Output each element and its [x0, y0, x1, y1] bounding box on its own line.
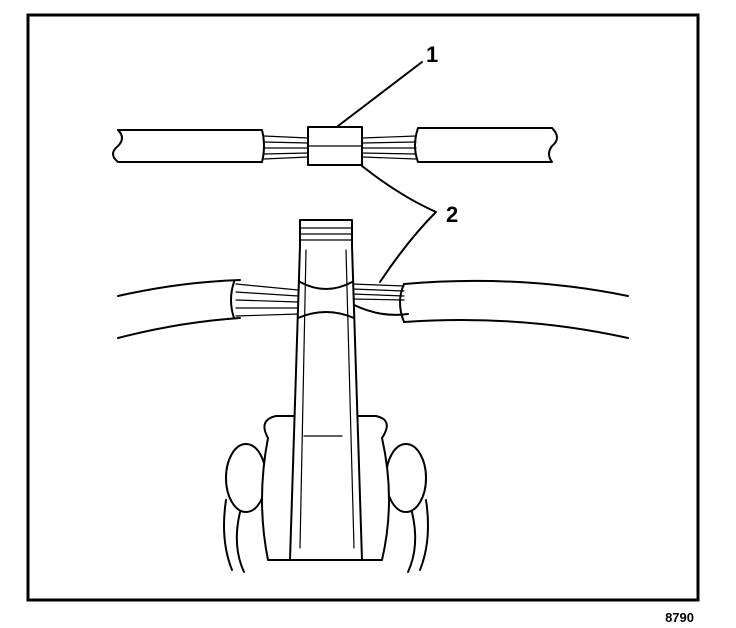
crimping-tool: [223, 219, 429, 573]
callout-leaders: [337, 61, 437, 283]
left-side-plate: [261, 415, 299, 561]
left-wire-insulation: [112, 129, 265, 163]
right-curved-wire: [403, 279, 629, 297]
right-pivot-knob: [385, 443, 427, 513]
left-curved-wire: [117, 279, 241, 297]
leader-2: [361, 165, 437, 283]
wires-in-crimper: [117, 279, 629, 339]
left-pivot-knob: [225, 443, 267, 513]
spliced-wire-top: [112, 126, 558, 166]
leader-1: [337, 61, 423, 127]
left-exposed-strands: [263, 135, 309, 160]
right-curved-strands: [351, 283, 409, 316]
callout-1: 1: [426, 42, 438, 67]
right-side-plate: [353, 415, 390, 561]
right-wire-insulation: [414, 127, 558, 163]
left-curved-strands: [230, 281, 299, 319]
right-exposed-strands: [361, 135, 417, 160]
crimper-jaw: [289, 219, 363, 561]
figure-number: 8790: [665, 610, 694, 625]
callout-2: 2: [446, 202, 458, 227]
